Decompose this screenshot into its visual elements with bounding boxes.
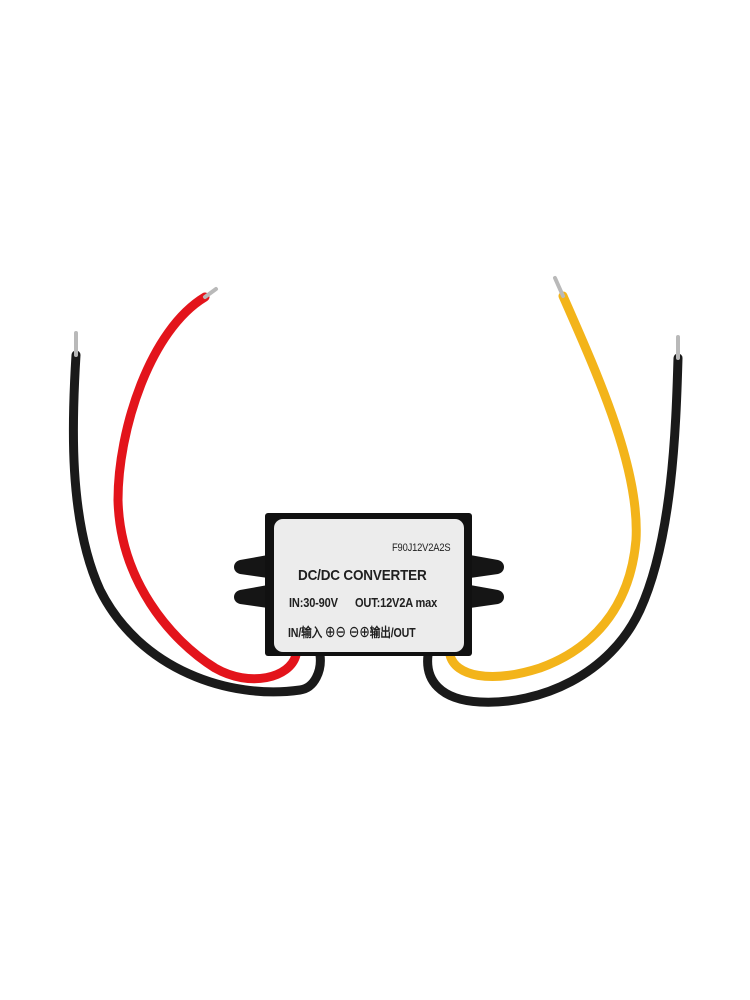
wire-input-positive xyxy=(113,287,301,684)
wire-output-positive xyxy=(445,276,641,681)
mounting-tabs xyxy=(234,555,504,608)
wire-input-negative xyxy=(68,331,325,697)
module-label xyxy=(274,519,464,652)
wire-output-negative xyxy=(423,335,683,707)
